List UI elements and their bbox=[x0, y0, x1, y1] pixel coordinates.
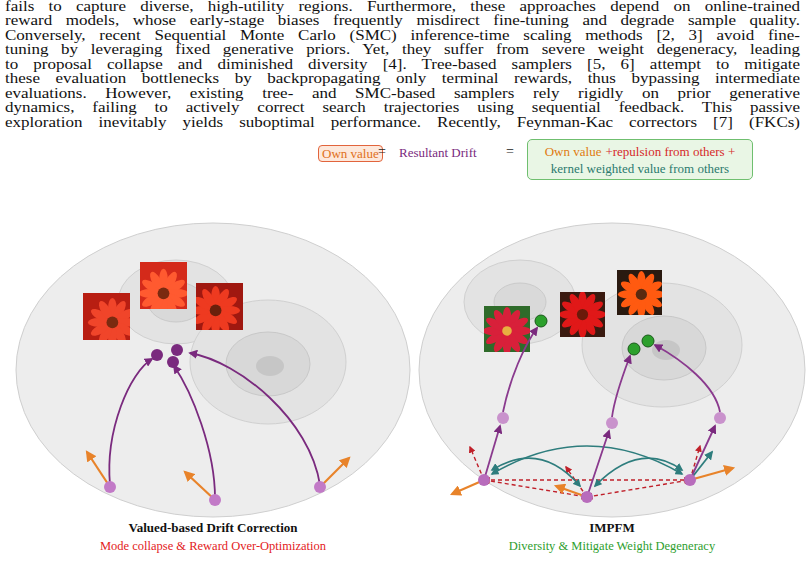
node-text: kernel weighted value from others bbox=[528, 160, 752, 177]
body-text: these evaluation bottlenecks by backprop… bbox=[5, 72, 800, 86]
node-text: IMPFM bbox=[388, 520, 807, 536]
node-text: Own value bbox=[545, 144, 602, 159]
body-text: exploration inevitably yields suboptimal… bbox=[5, 116, 800, 130]
ellipse-outline bbox=[418, 222, 806, 518]
ellipse-outline bbox=[15, 222, 411, 518]
body-text: reward models, whose early-stage biases … bbox=[5, 14, 800, 28]
formula-box: Own value bbox=[318, 145, 383, 162]
body-text: dynamics, failing to actively correct se… bbox=[5, 101, 800, 115]
node-text: Diversity & Mitigate Weight Degeneracy bbox=[388, 538, 807, 554]
body-text: to proposal collapse and diminished dive… bbox=[5, 58, 800, 72]
panel-ellipse: Valued-based Drift CorrectionMode collap… bbox=[15, 222, 411, 518]
node-text: Valued-based Drift Correction bbox=[0, 520, 441, 536]
body-text: fails to capture diverse, high-utility r… bbox=[5, 0, 800, 14]
node-text: +repulsion from others + bbox=[605, 144, 735, 159]
panel-ellipse: IMPFMDiversity & Mitigate Weight Degener… bbox=[418, 222, 806, 518]
body-text: Conversely, recent Sequential Monte Carl… bbox=[5, 29, 800, 43]
formula-box: Own value+repulsion from others +kernel … bbox=[527, 139, 753, 180]
node-text: Own value bbox=[322, 146, 379, 161]
equals-sign: = bbox=[506, 144, 514, 160]
body-text: tuning by leveraging fixed generative pr… bbox=[5, 43, 800, 57]
node-text: Mode collapse & Reward Over-Optimization bbox=[0, 538, 441, 554]
drift-label: Resultant Drift bbox=[399, 145, 477, 161]
body-text: evaluations. However, existing tree- and… bbox=[5, 87, 800, 101]
equals-sign: = bbox=[378, 144, 386, 160]
